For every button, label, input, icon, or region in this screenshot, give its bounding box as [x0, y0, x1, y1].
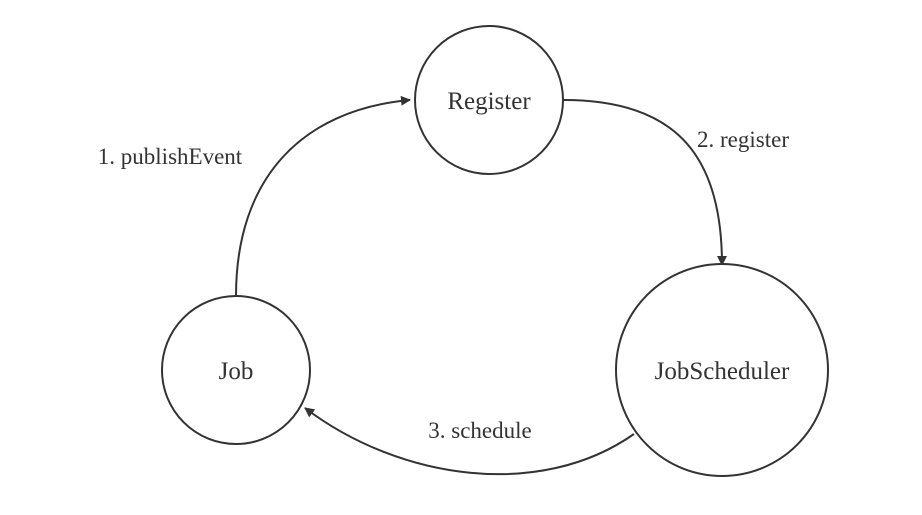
job-scheduler-node-label: JobScheduler — [655, 358, 790, 385]
edge-label-register: 2. register — [697, 127, 789, 152]
edge-label-publish-event: 1. publishEvent — [98, 144, 243, 169]
job-node-label: Job — [219, 358, 254, 385]
edge-register — [563, 99, 727, 266]
edge-schedule — [304, 407, 635, 476]
edge-publish-event — [235, 95, 411, 297]
job-node — [161, 295, 311, 445]
register-node-label: Register — [447, 88, 531, 115]
register-node — [414, 25, 564, 175]
job-scheduler-node — [615, 263, 829, 477]
edge-label-schedule: 3. schedule — [428, 418, 531, 443]
